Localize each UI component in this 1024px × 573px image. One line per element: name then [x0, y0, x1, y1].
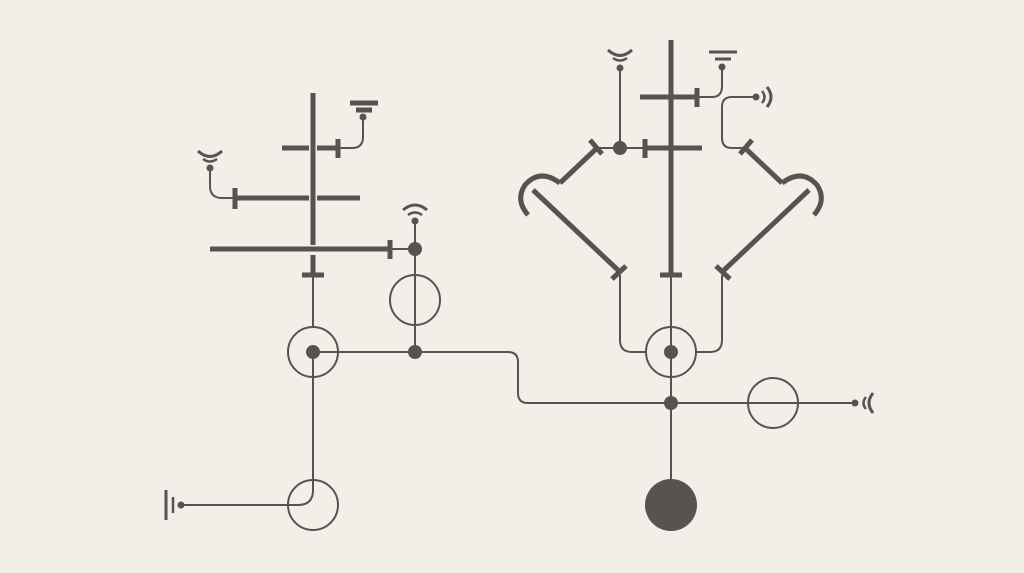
wire-segment — [340, 120, 364, 149]
wire-segment — [760, 90, 766, 104]
left-arm — [518, 138, 646, 353]
wire-segment — [202, 157, 218, 163]
wire-segment — [180, 489, 314, 506]
junction-node — [664, 345, 678, 359]
node-ring — [389, 274, 441, 326]
bowl-antenna-icon — [196, 149, 224, 172]
wire-segment — [720, 188, 811, 274]
receiver-icon — [851, 392, 875, 414]
wire-segment — [518, 173, 562, 217]
wire-segment — [752, 93, 760, 101]
left-branch-1 — [282, 120, 364, 158]
wire-segment — [780, 173, 824, 217]
wire-segment — [531, 188, 622, 274]
wire-segment — [411, 217, 419, 225]
wire-segment — [696, 275, 723, 353]
wire-segment — [402, 203, 428, 212]
wire-segment — [612, 56, 628, 62]
right-branch-mid — [597, 70, 702, 158]
wire-segment — [721, 96, 755, 149]
wire-segment — [359, 113, 367, 121]
node-ring — [287, 479, 339, 531]
wire-segment — [196, 149, 224, 158]
wire-segment — [718, 63, 726, 71]
wire-segment — [588, 138, 604, 156]
wire-segment — [851, 399, 859, 407]
ground-icon — [164, 490, 185, 520]
filled-node — [645, 479, 697, 531]
node-ring — [747, 377, 799, 429]
wire-segment — [206, 164, 214, 172]
wire-segment — [862, 396, 868, 410]
left-branch-3 — [210, 222, 422, 352]
main-wire — [313, 351, 852, 404]
wire-segment — [867, 392, 875, 414]
wifi-antenna-icon — [402, 203, 428, 225]
wire-segment — [714, 264, 732, 281]
wire-segment — [177, 501, 185, 509]
wire-segment — [610, 264, 628, 281]
wire-segment — [765, 86, 773, 108]
right-trunk — [660, 40, 682, 505]
right-branch-top — [640, 70, 723, 107]
wire-segment — [619, 275, 646, 353]
wire-segment — [697, 70, 723, 98]
wire-segment — [558, 146, 599, 185]
wire-segment — [606, 48, 634, 57]
wire-segment — [743, 146, 784, 185]
flat-antenna-icon — [709, 50, 737, 71]
wire-segment — [738, 138, 754, 156]
wire-segment — [407, 211, 423, 217]
flat-antenna-icon — [350, 100, 378, 121]
right-arm — [696, 96, 824, 353]
left-branch-2 — [209, 170, 360, 209]
left-trunk — [302, 93, 324, 327]
wire-segment — [209, 170, 235, 199]
bowl-antenna-icon — [606, 48, 634, 72]
speaker-icon — [752, 86, 773, 108]
wire-segment — [616, 64, 624, 72]
